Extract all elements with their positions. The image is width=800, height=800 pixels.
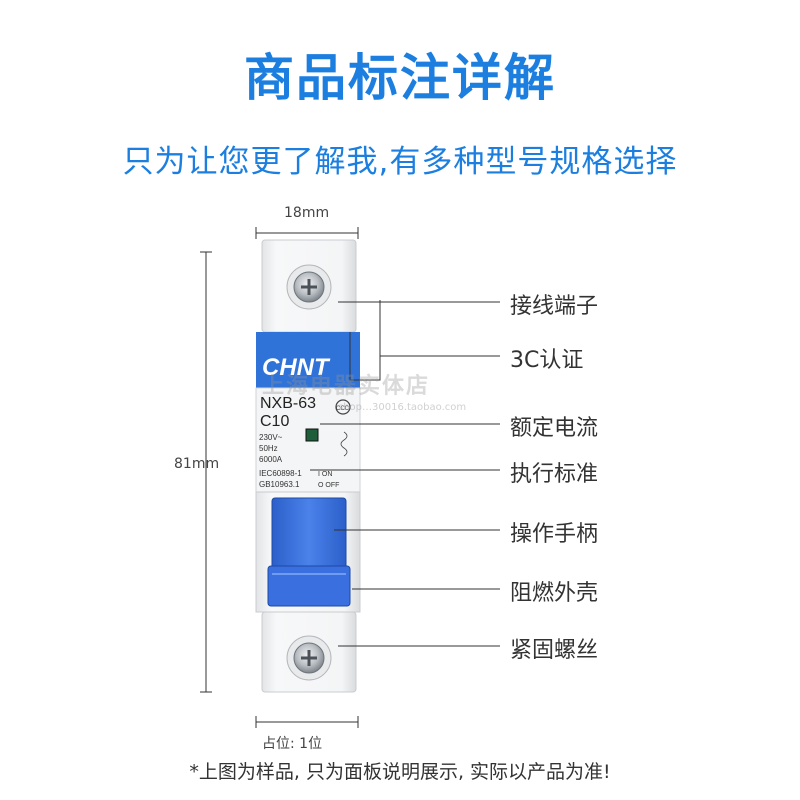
height-dimension-line [200, 251, 212, 693]
standard-label-1: IEC60898-1 [259, 469, 302, 478]
callout-screw: 紧固螺丝 [510, 638, 599, 663]
brand-band [256, 332, 360, 388]
shop-url-watermark: shop…30016.taobao.com [338, 402, 467, 413]
callout-rated-current: 额定电流 [510, 416, 599, 441]
breaking-label: 6000A [259, 455, 283, 464]
page-subtitle: 只为让您更了解我,有多种型号规格选择 [122, 144, 678, 180]
height-label: 81mm [174, 456, 220, 472]
brand-label: CHNT [262, 354, 331, 381]
callout-standard: 执行标准 [510, 462, 599, 487]
indicator-window [305, 428, 319, 442]
footprint-label: 占位: 1位 [262, 736, 323, 752]
footprint-dimension-line [255, 716, 359, 728]
callout-3c-cert: 3C认证 [510, 348, 584, 373]
footnote: *上图为样品, 只为面板说明展示, 实际以产品为准! [189, 761, 611, 783]
voltage-label: 230V~ [259, 433, 283, 442]
shop-watermark: 上海电器实体店 [262, 374, 431, 399]
frequency-label: 50Hz [259, 444, 278, 453]
page-title: 商品标注详解 [244, 49, 556, 107]
callout-terminal: 接线端子 [510, 294, 599, 319]
callout-handle: 操作手柄 [510, 522, 599, 547]
standard-label-2: GB10963.1 [259, 480, 300, 489]
on-label: I ON [318, 471, 332, 478]
ccc-mark [335, 399, 351, 415]
cert-bracket [349, 300, 381, 381]
rating-label: C10 [260, 413, 289, 430]
width-dimension-line [255, 227, 359, 239]
off-label: O OFF [318, 482, 339, 489]
model-label: NXB-63 [260, 395, 316, 412]
callout-lines [310, 301, 500, 647]
breaker-body: CHNT NXB-63 C10 CCC 230V~ 50Hz 6000A IEC… [255, 239, 361, 693]
ccc-mark-text: CCC [336, 406, 350, 412]
callout-housing: 阻燃外壳 [510, 581, 599, 606]
width-label: 18mm [284, 205, 330, 221]
